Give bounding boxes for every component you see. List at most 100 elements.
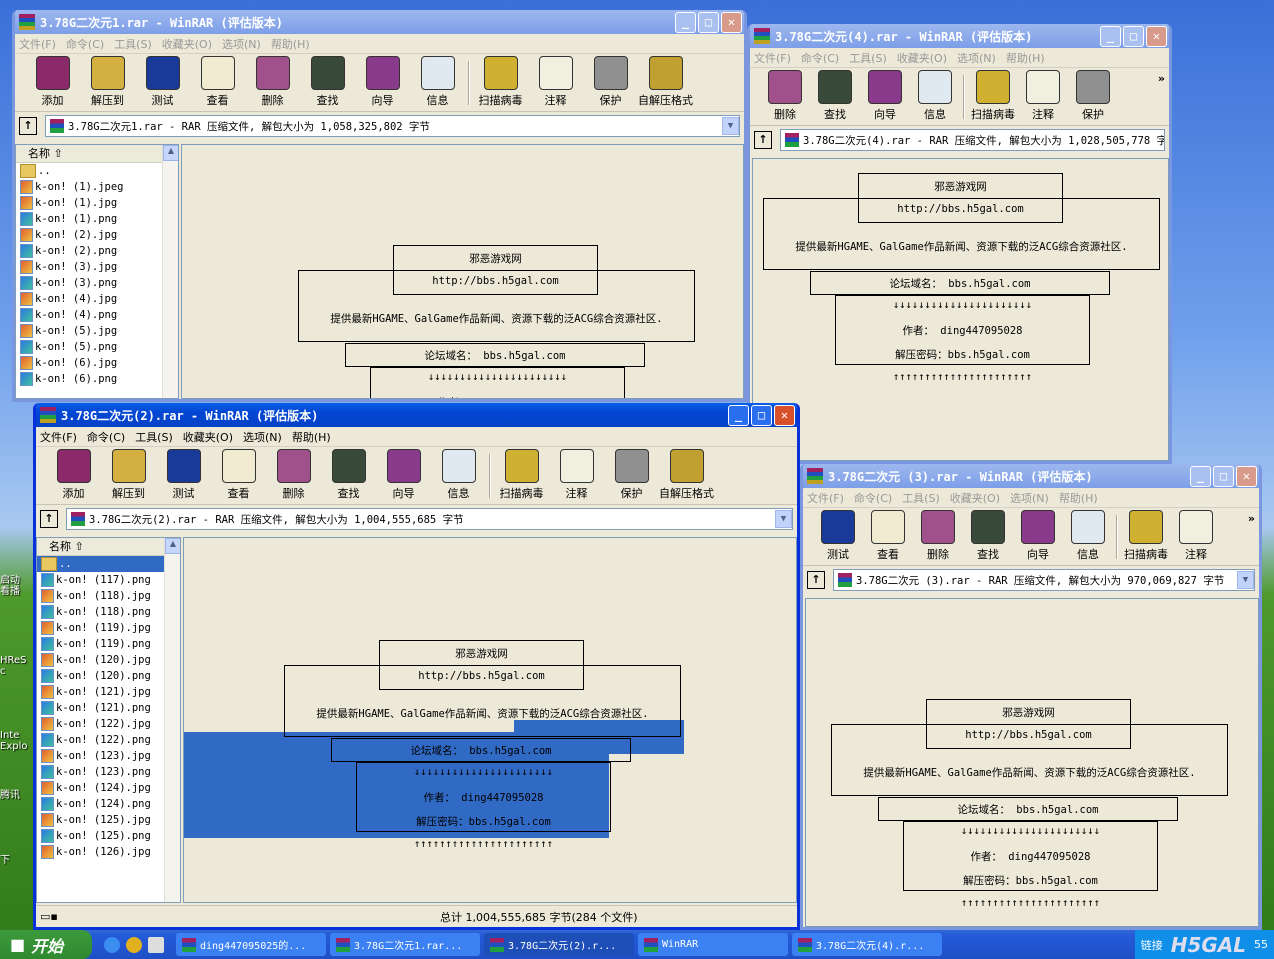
minimize-button[interactable]: _ <box>728 404 749 426</box>
list-item[interactable]: k-on! (124).jpg <box>37 780 180 796</box>
toolbar-button[interactable]: 保护 <box>604 449 659 504</box>
address-dropdown[interactable]: 3.78G二次元1.rar - RAR 压缩文件, 解包大小为 1,058,32… <box>45 115 740 137</box>
list-item[interactable]: k-on! (1).jpg <box>16 195 178 211</box>
address-dropdown[interactable]: 3.78G二次元(4).rar - RAR 压缩文件, 解包大小为 1,028,… <box>780 129 1165 151</box>
toolbar-button[interactable]: 查找 <box>963 510 1013 565</box>
list-item[interactable]: k-on! (1).jpeg <box>16 179 178 195</box>
title-bar[interactable]: 3.78G二次元(2).rar - WinRAR (评估版本)_□✕ <box>36 403 797 427</box>
close-button[interactable]: ✕ <box>1236 465 1257 487</box>
close-button[interactable]: ✕ <box>1146 25 1167 47</box>
chevron-down-icon[interactable]: ▼ <box>1237 571 1254 589</box>
list-item[interactable]: k-on! (123).png <box>37 764 180 780</box>
toolbar-button[interactable]: 查找 <box>300 56 355 111</box>
toolbar-button[interactable]: 测试 <box>156 449 211 504</box>
show-desktop-icon[interactable] <box>148 936 164 953</box>
taskbar-item[interactable]: 3.78G二次元(4).r... <box>792 933 942 956</box>
taskbar-item[interactable]: 3.78G二次元1.rar... <box>330 933 480 956</box>
list-item[interactable]: k-on! (5).jpg <box>16 323 178 339</box>
maximize-button[interactable]: □ <box>1123 25 1144 47</box>
list-item[interactable]: k-on! (121).jpg <box>37 684 180 700</box>
column-header-name[interactable]: 名称 ⇧ <box>37 538 180 556</box>
list-item[interactable]: .. <box>16 163 178 179</box>
toolbar-button[interactable]: 查看 <box>190 56 245 111</box>
toolbar-button[interactable]: 信息 <box>910 70 960 125</box>
list-item[interactable]: k-on! (122).png <box>37 732 180 748</box>
list-item[interactable]: k-on! (2).jpg <box>16 227 178 243</box>
title-bar[interactable]: 3.78G二次元1.rar - WinRAR (评估版本)_□✕ <box>15 10 744 34</box>
list-item[interactable]: k-on! (6).jpg <box>16 355 178 371</box>
taskbar-item[interactable]: ding447095025的... <box>176 933 326 956</box>
list-item[interactable]: k-on! (4).png <box>16 307 178 323</box>
menu-item[interactable]: 文件(F) <box>40 430 77 444</box>
toolbar-button[interactable]: 自解压格式 <box>638 56 693 111</box>
toolbar-button[interactable]: 删除 <box>760 70 810 125</box>
toolbar-overflow-button[interactable]: » <box>1247 512 1255 525</box>
menu-item[interactable]: 工具(S) <box>135 430 173 444</box>
toolbar-button[interactable]: 添加 <box>25 56 80 111</box>
close-button[interactable]: ✕ <box>721 11 742 33</box>
list-item[interactable]: k-on! (124).png <box>37 796 180 812</box>
list-item[interactable]: k-on! (117).png <box>37 572 180 588</box>
up-folder-button[interactable]: ↑ <box>754 131 772 149</box>
list-item[interactable]: k-on! (125).png <box>37 828 180 844</box>
toolbar-button[interactable]: 自解压格式 <box>659 449 714 504</box>
minimize-button[interactable]: _ <box>675 11 696 33</box>
list-item[interactable]: k-on! (118).png <box>37 604 180 620</box>
list-item[interactable]: k-on! (118).jpg <box>37 588 180 604</box>
menu-item[interactable]: 工具(S) <box>114 37 152 51</box>
title-bar[interactable]: 3.78G二次元 (3).rar - WinRAR (评估版本)_□✕ <box>803 464 1259 488</box>
toolbar-button[interactable]: 删除 <box>913 510 963 565</box>
address-dropdown[interactable]: 3.78G二次元(2).rar - RAR 压缩文件, 解包大小为 1,004,… <box>66 508 793 530</box>
menu-item[interactable]: 收藏夹(O) <box>182 430 234 444</box>
toolbar-button[interactable]: 注释 <box>549 449 604 504</box>
menu-item[interactable]: 文件(F) <box>19 37 56 51</box>
minimize-button[interactable]: _ <box>1190 465 1211 487</box>
menu-item[interactable]: 选项(N) <box>957 51 996 65</box>
toolbar-button[interactable]: 扫描病毒 <box>968 70 1018 125</box>
column-header-name[interactable]: 名称 ⇧ <box>16 145 178 163</box>
menu-item[interactable]: 命令(C) <box>65 37 105 51</box>
list-item[interactable]: k-on! (1).png <box>16 211 178 227</box>
toolbar-button[interactable]: 解压到 <box>80 56 135 111</box>
list-item[interactable]: k-on! (121).png <box>37 700 180 716</box>
toolbar-button[interactable]: 扫描病毒 <box>473 56 528 111</box>
menu-item[interactable]: 选项(N) <box>1010 491 1049 505</box>
menu-item[interactable]: 帮助(H) <box>1005 51 1045 65</box>
toolbar-button[interactable]: 注释 <box>1171 510 1221 565</box>
title-bar[interactable]: 3.78G二次元(4).rar - WinRAR (评估版本)_□✕ <box>750 24 1169 48</box>
toolbar-button[interactable]: 添加 <box>46 449 101 504</box>
list-item[interactable]: k-on! (120).png <box>37 668 180 684</box>
list-item[interactable]: .. <box>37 556 180 572</box>
toolbar-button[interactable]: 查找 <box>321 449 376 504</box>
toolbar-button[interactable]: 信息 <box>431 449 486 504</box>
toolbar-overflow-button[interactable]: » <box>1157 72 1165 85</box>
desktop-icon[interactable]: 腾讯 <box>0 790 20 801</box>
maximize-button[interactable]: □ <box>751 404 772 426</box>
up-folder-button[interactable]: ↑ <box>807 571 825 589</box>
list-item[interactable]: k-on! (3).jpg <box>16 259 178 275</box>
menu-item[interactable]: 帮助(H) <box>1058 491 1098 505</box>
list-item[interactable]: k-on! (126).jpg <box>37 844 180 860</box>
toolbar-button[interactable]: 查看 <box>211 449 266 504</box>
maximize-button[interactable]: □ <box>1213 465 1234 487</box>
menu-item[interactable]: 命令(C) <box>86 430 126 444</box>
address-dropdown[interactable]: 3.78G二次元 (3).rar - RAR 压缩文件, 解包大小为 970,0… <box>833 569 1255 591</box>
chevron-down-icon[interactable]: ▼ <box>722 117 739 135</box>
toolbar-button[interactable]: 扫描病毒 <box>1121 510 1171 565</box>
desktop-icon[interactable]: HReSc <box>0 655 27 677</box>
menu-item[interactable]: 文件(F) <box>807 491 844 505</box>
start-button[interactable]: ■开始 <box>0 930 92 959</box>
toolbar-button[interactable]: 注释 <box>1018 70 1068 125</box>
desktop-icon[interactable]: 启动 看播 <box>0 575 20 597</box>
close-button[interactable]: ✕ <box>774 404 795 426</box>
up-folder-button[interactable]: ↑ <box>40 510 58 528</box>
taskbar-item[interactable]: WinRAR <box>638 933 788 956</box>
list-item[interactable]: k-on! (119).png <box>37 636 180 652</box>
toolbar-button[interactable]: 保护 <box>583 56 638 111</box>
chevron-down-icon[interactable]: ▼ <box>775 510 792 528</box>
scroll-up-icon[interactable]: ▲ <box>165 538 180 554</box>
media-icon[interactable] <box>126 936 142 953</box>
toolbar-button[interactable]: 查看 <box>863 510 913 565</box>
